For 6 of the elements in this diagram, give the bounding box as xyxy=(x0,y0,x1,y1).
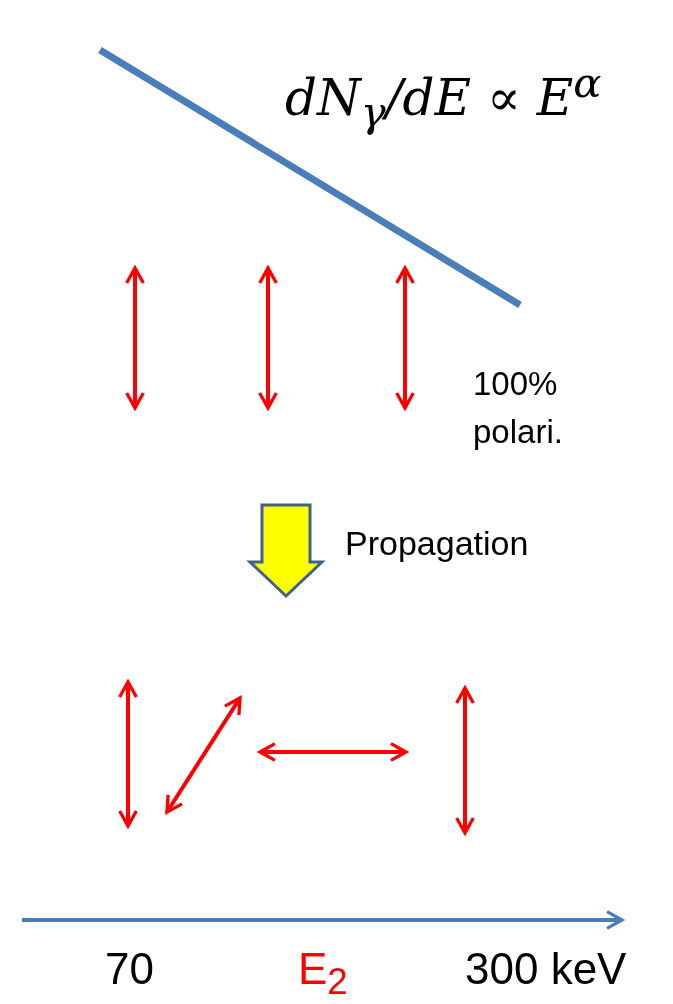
axis-tick-label: 70 xyxy=(105,945,154,994)
axis-tick-label: 300 keV xyxy=(465,945,627,994)
propagation-label: Propagation xyxy=(345,525,529,563)
polarization-note: 100% polari. xyxy=(473,364,564,452)
formula: dN$_{γ}$/dE ∝ E$^{α}$ xyxy=(285,60,602,135)
axis-tick-label: E$_{2}$ xyxy=(298,945,348,1003)
